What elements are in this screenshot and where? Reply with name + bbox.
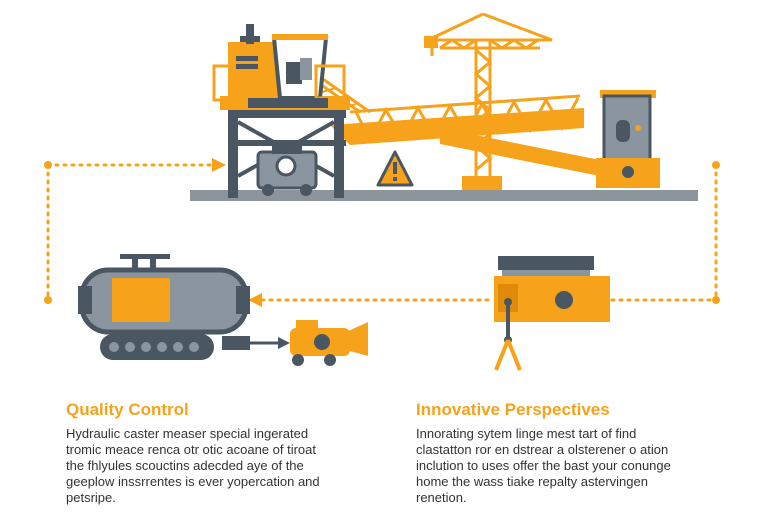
quality-control-line: geeplow inssrrentes is ever yopercation …: [66, 474, 320, 489]
innovative-perspectives-title: Innovative Perspectives: [416, 400, 610, 419]
quality-control-line: the fhlyules scouctins adecded aye of th…: [66, 458, 304, 473]
quality-control-line: tromic meace renca otr otic acoane of ti…: [66, 442, 317, 457]
innovative-perspectives-line: home the wass tiake repalty astervingen: [416, 474, 648, 489]
connector-arrow: [222, 336, 290, 350]
innovative-perspectives-body: Innorating sytem linge mest tart of find…: [416, 426, 736, 506]
innovative-perspectives-line: inclution to uses offer the bast your co…: [416, 458, 671, 473]
quality-control-line: petsripe.: [66, 490, 116, 505]
crane-counterweight: [424, 36, 438, 48]
flow-node: [712, 296, 720, 304]
innovative-perspectives-line: Innorating sytem linge mest tart of find: [416, 426, 637, 441]
arrow-right-icon: [212, 158, 226, 172]
innovative-perspectives-line: renetion.: [416, 490, 467, 505]
arrow-left-icon: [248, 293, 262, 307]
quality-control-title: Quality Control: [66, 400, 189, 419]
quality-control-body: Hydraulic caster measer special ingerate…: [66, 426, 386, 506]
flow-loop: [46, 163, 718, 302]
crane-base: [462, 176, 502, 190]
control-building: [596, 90, 660, 188]
tower-crane-icon: [427, 12, 553, 178]
mini-loader: [290, 320, 368, 366]
quality-control-line: Hydraulic caster measer special ingerate…: [66, 426, 309, 441]
plant-tower: [212, 24, 350, 198]
crawler-tank-unit: [78, 254, 250, 360]
flow-node: [44, 161, 52, 169]
innovative-perspectives-line: clastatton ror en dstrear a olsterener o…: [416, 442, 669, 457]
ground-strip: [190, 190, 698, 201]
warning-triangle-icon: [376, 150, 414, 187]
mixer-cart: [256, 144, 318, 196]
flow-arrowheads: [44, 158, 720, 307]
hydraulic-press-unit: [494, 256, 610, 371]
flow-node: [712, 161, 720, 169]
flow-node: [44, 296, 52, 304]
